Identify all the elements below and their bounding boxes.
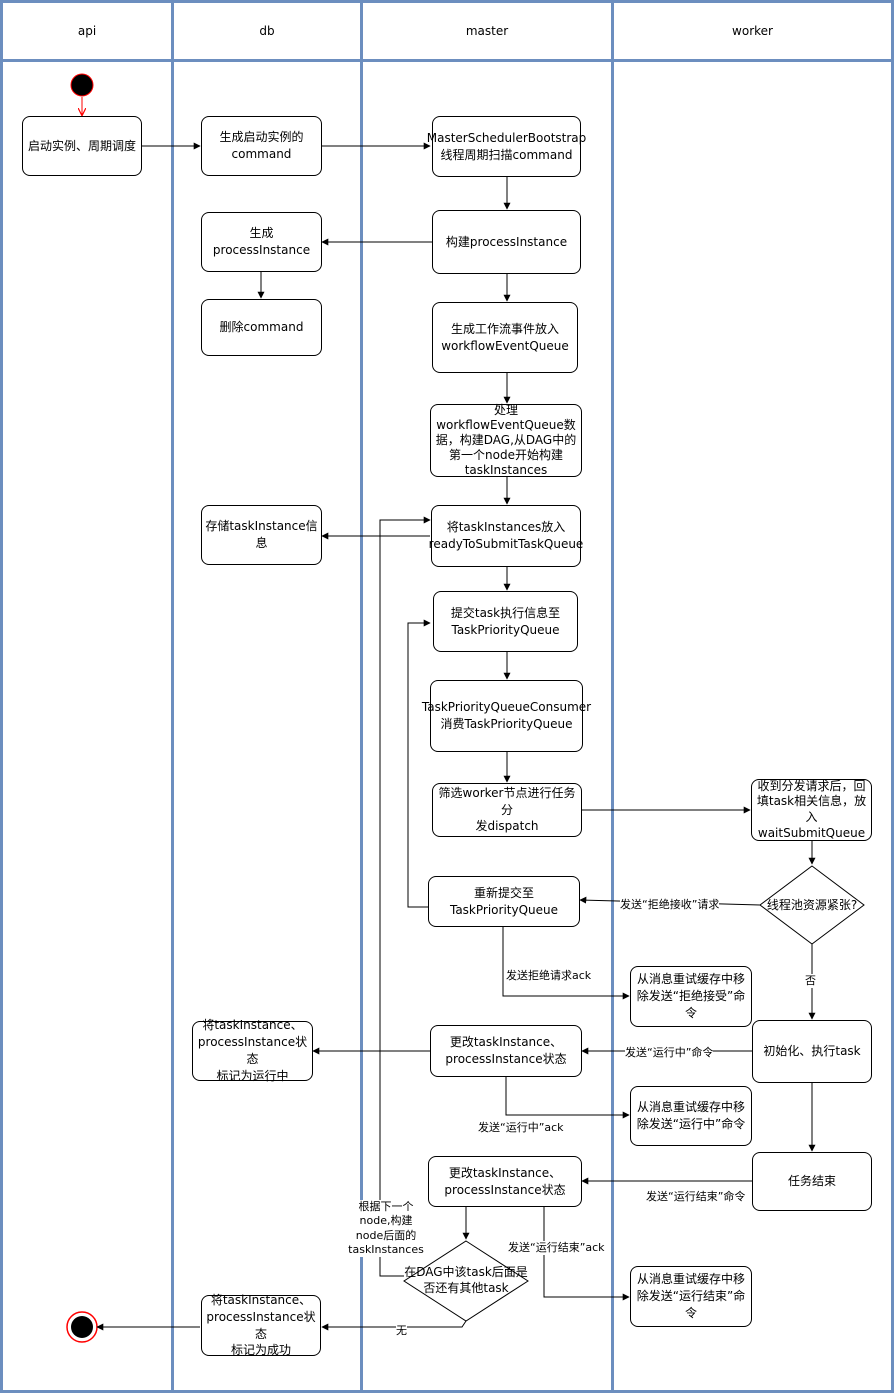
node-scan-command: MasterSchedulerBootstrap 线程周期扫描command <box>427 116 586 177</box>
label-send-running-ack: 发送“运行中”ack <box>478 1121 564 1136</box>
label-no: 否 <box>805 974 816 989</box>
node-handle-event: 处理workflowEventQueue数 据，构建DAG,从DAG中的 第一个… <box>430 403 582 477</box>
node-gen-event: 生成工作流事件放入 workflowEventQueue <box>432 302 578 373</box>
label-send-running: 发送“运行中”命令 <box>625 1046 714 1061</box>
edge-16 <box>407 619 431 908</box>
node-gen-process: 生成processInstance <box>201 212 322 272</box>
node-submit-priority: 提交task执行信息至 TaskPriorityQueue <box>433 591 578 652</box>
node-put-ready: 将taskInstances放入 readyToSubmitTaskQueue <box>429 505 583 567</box>
node-delete-command: 删除command <box>201 299 322 356</box>
node-remove-end: 从消息重试缓存中移 除发送“运行结束”命令 <box>630 1266 752 1327</box>
node-thread-pool: 线程池资源紧张? <box>766 897 858 912</box>
node-resubmit: 重新提交至 TaskPriorityQueue <box>428 876 580 927</box>
lane-header-api: api <box>77 24 97 38</box>
node-start-instance: 启动实例、周期调度 <box>22 116 142 176</box>
node-update-state-1: 更改taskInstance、 processInstance状态 <box>430 1025 582 1077</box>
lane-worker <box>611 0 894 1393</box>
lane-header-worker: worker <box>732 24 773 38</box>
end-node-core <box>71 1316 93 1338</box>
node-consumer: TaskPriorityQueueConsumer 消费TaskPriority… <box>422 680 591 752</box>
node-mark-success: 将taskInstance、 processInstance状态 标记为成功 <box>201 1293 321 1357</box>
node-has-more: 在DAG中该task后面是 否还有其他task <box>404 1265 528 1295</box>
node-init-exec: 初始化、执行task <box>752 1020 872 1083</box>
node-store-task: 存储taskInstance信息 <box>201 505 322 565</box>
start-node <box>70 73 94 97</box>
node-task-end: 任务结束 <box>752 1152 872 1211</box>
label-send-end-ack: 发送“运行结束”ack <box>508 1241 605 1256</box>
node-gen-command: 生成启动实例的 command <box>201 116 322 176</box>
label-next-node: 根据下一个 node,构建 node后面的 taskInstances <box>348 1200 424 1258</box>
node-receive: 收到分发请求后，回 填task相关信息，放入 waitSubmitQueue <box>751 779 872 841</box>
node-remove-reject: 从消息重试缓存中移 除发送“拒绝接受”命令 <box>630 966 752 1027</box>
node-update-state-2: 更改taskInstance、 processInstance状态 <box>428 1156 582 1207</box>
node-remove-running: 从消息重试缓存中移 除发送“运行中”命令 <box>630 1086 752 1146</box>
label-send-reject-ack: 发送拒绝请求ack <box>506 969 592 984</box>
edge-26 <box>379 516 431 1277</box>
edge-21 <box>505 1077 630 1119</box>
label-send-end: 发送“运行结束”命令 <box>646 1190 746 1205</box>
edge-17 <box>502 927 630 1000</box>
lane-header-master: master <box>465 24 509 38</box>
edge-25 <box>543 1207 630 1301</box>
lane-header-db: db <box>259 24 275 38</box>
node-build-process: 构建processInstance <box>432 210 581 274</box>
header-divider <box>0 59 894 62</box>
node-mark-running: 将taskInstance、 processInstance状态 标记为运行中 <box>192 1018 313 1083</box>
edge-27 <box>321 1320 467 1331</box>
node-dispatch: 筛选worker节点进行任务分 发dispatch <box>432 783 582 837</box>
label-none: 无 <box>396 1324 407 1339</box>
label-send-reject-request: 发送“拒绝接收”请求 <box>620 898 720 913</box>
